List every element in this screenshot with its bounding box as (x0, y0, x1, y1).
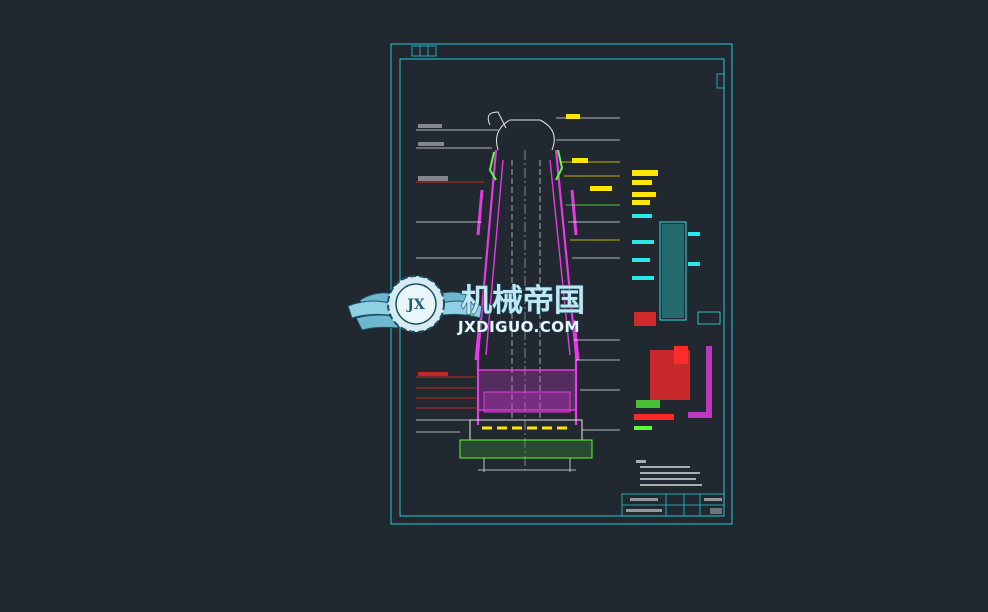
watermark-badge: JX (405, 297, 425, 313)
watermark-site: JXDIGUO.COM (457, 318, 580, 336)
watermark: JX 机械帝国 JXDIGUO.COM (347, 275, 586, 337)
sheet-corner-label (411, 45, 725, 89)
title-block (621, 493, 725, 517)
left-annotations (416, 124, 498, 433)
right-annotations (556, 114, 620, 431)
chimney-section (459, 111, 593, 472)
detail-tables (632, 170, 721, 430)
sheet-outer-frame (390, 43, 733, 525)
drawing-notes (636, 460, 702, 486)
watermark-title: 机械帝国 (461, 283, 585, 319)
